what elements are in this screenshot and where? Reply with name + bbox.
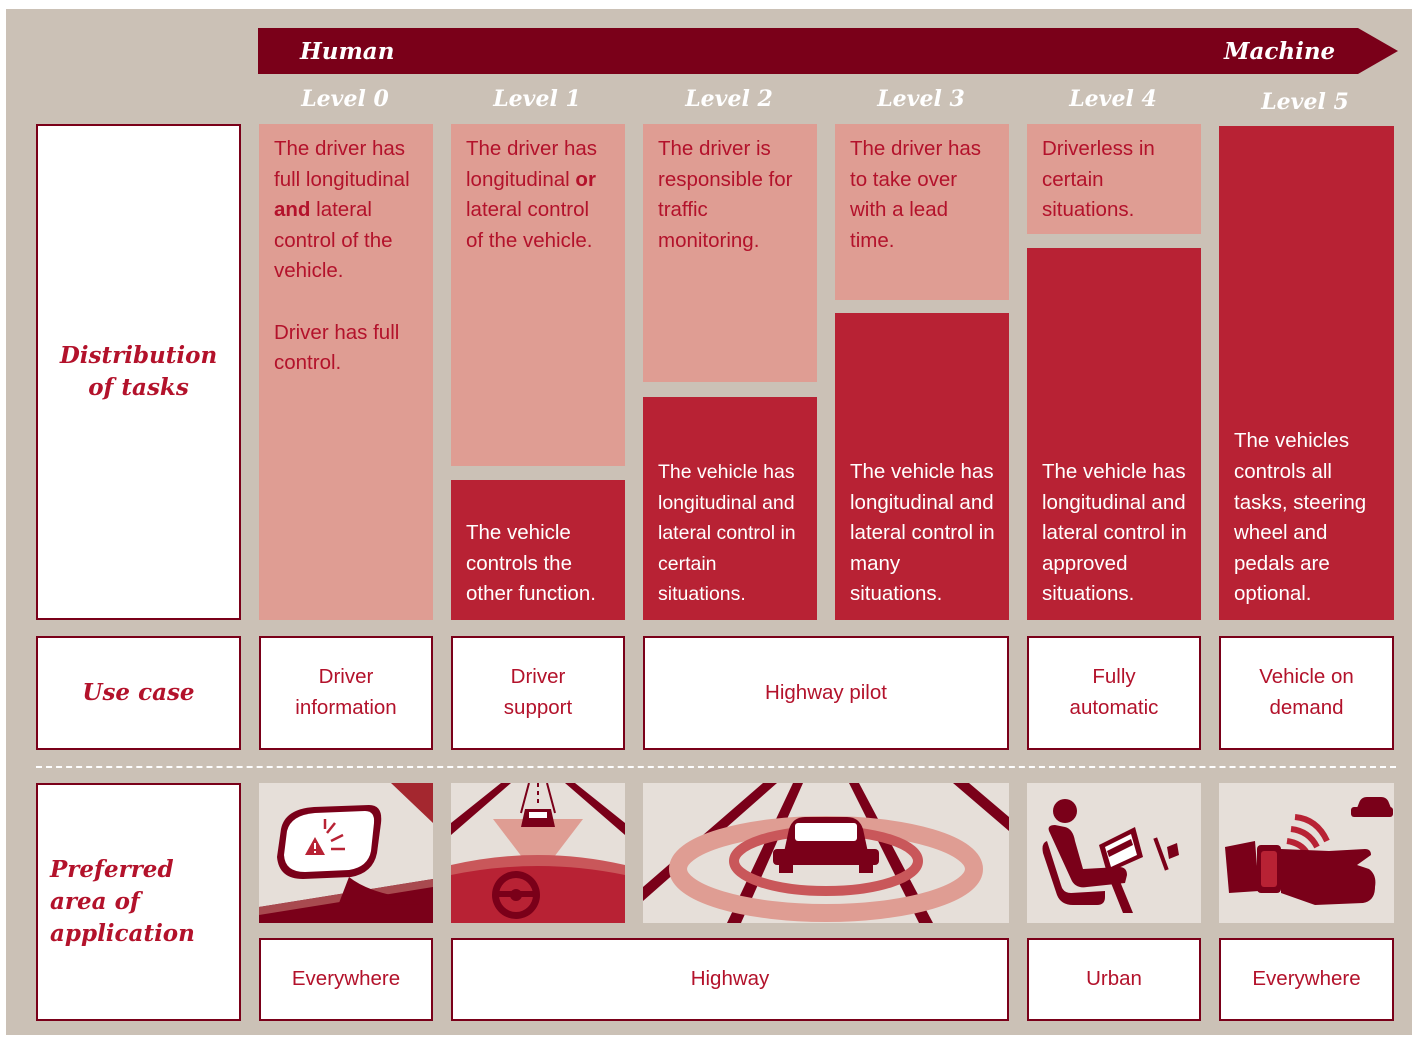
side-mirror-warning-icon: [259, 783, 433, 923]
row-label-area-line1: Preferred: [50, 856, 174, 883]
driver-reading-icon: [1027, 783, 1201, 923]
level-1-header: Level 1: [493, 86, 581, 112]
driver-task-1-or: or: [575, 167, 596, 191]
use-case-fully-automatic: Fully automatic: [1027, 636, 1201, 750]
use-case-driver-support: Driver support: [451, 636, 625, 750]
use-case-0-label: Driver information: [295, 665, 397, 719]
driver-task-1-text: The driver has longitudinal: [466, 137, 598, 191]
row-label-area: Preferred area of application: [36, 783, 241, 1021]
driver-task-0-text: The driver has full longitudinal: [274, 137, 410, 191]
area-highway: Highway: [451, 938, 1009, 1021]
vehicle-task-4-text: The vehicle has longitudinal and lateral…: [1042, 460, 1187, 606]
row-label-use-case: Use case: [36, 636, 241, 750]
level-5-header: Level 5: [1261, 89, 1349, 115]
driver-task-level-1: The driver has longitudinal or lateral c…: [451, 124, 625, 466]
vehicle-task-level-5: The vehicles controls all tasks, steerin…: [1219, 126, 1394, 620]
vehicle-task-3-text: The vehicle has longitudinal and lateral…: [850, 460, 995, 606]
vehicle-task-1-text: The vehicle controls the other function.: [466, 521, 596, 606]
level-0-header: Level 0: [301, 86, 389, 112]
use-case-3-label: Fully automatic: [1069, 665, 1159, 719]
lane-keeping-radar-icon: [451, 783, 625, 923]
human-label: Human: [300, 38, 395, 65]
vehicle-task-2-text: The vehicle has longitudinal and lateral…: [658, 461, 796, 606]
vehicle-task-level-1: The vehicle controls the other function.: [451, 480, 625, 620]
driver-task-0-and: and: [274, 198, 311, 222]
level-3-header: Level 3: [877, 86, 965, 112]
driver-task-1-text-end: lateral control of the vehicle.: [466, 198, 593, 252]
vehicle-task-level-3: The vehicle has longitudinal and lateral…: [835, 313, 1009, 620]
use-case-highway-pilot: Highway pilot: [643, 636, 1009, 750]
vehicle-task-5-text: The vehicles controls all tasks, steerin…: [1234, 429, 1367, 606]
driver-task-level-0: The driver has full longitudinal and lat…: [259, 124, 433, 620]
machine-label: Machine: [1224, 38, 1336, 65]
row-label-distribution: Distribution of tasks: [36, 124, 241, 620]
row-label-area-line2: area of: [50, 888, 140, 915]
vehicle-task-level-4: The vehicle has longitudinal and lateral…: [1027, 248, 1201, 620]
driver-task-level-3: The driver has to take over with a lead …: [835, 124, 1009, 300]
use-case-vehicle-on-demand: Vehicle on demand: [1219, 636, 1394, 750]
section-divider: [36, 766, 1396, 768]
driver-task-0-full-control: Driver has full control.: [274, 320, 400, 375]
human-machine-arrow: [258, 28, 1398, 74]
row-label-area-line3: application: [50, 920, 195, 947]
area-everywhere-level-5: Everywhere: [1219, 938, 1394, 1021]
smartwatch-car-call-icon: [1219, 783, 1394, 923]
row-label-distribution-line1: Distribution: [59, 342, 218, 369]
highway-sensor-car-icon: [643, 783, 1009, 923]
use-case-4-label: Vehicle on demand: [1259, 665, 1354, 719]
level-4-header: Level 4: [1069, 86, 1157, 112]
row-label-distribution-line2: of tasks: [88, 374, 189, 401]
use-case-1-label: Driver support: [503, 665, 573, 719]
use-case-driver-information: Driver information: [259, 636, 433, 750]
level-2-header: Level 2: [685, 86, 773, 112]
area-everywhere-level-0: Everywhere: [259, 938, 433, 1021]
vehicle-task-level-2: The vehicle has longitudinal and lateral…: [643, 397, 817, 620]
area-urban: Urban: [1027, 938, 1201, 1021]
driver-task-level-4: Driverless in certain situations.: [1027, 124, 1201, 234]
driver-task-level-2: The driver is responsible for traffic mo…: [643, 124, 817, 382]
driver-task-0-text-end: lateral control of the vehicle.: [274, 198, 393, 283]
